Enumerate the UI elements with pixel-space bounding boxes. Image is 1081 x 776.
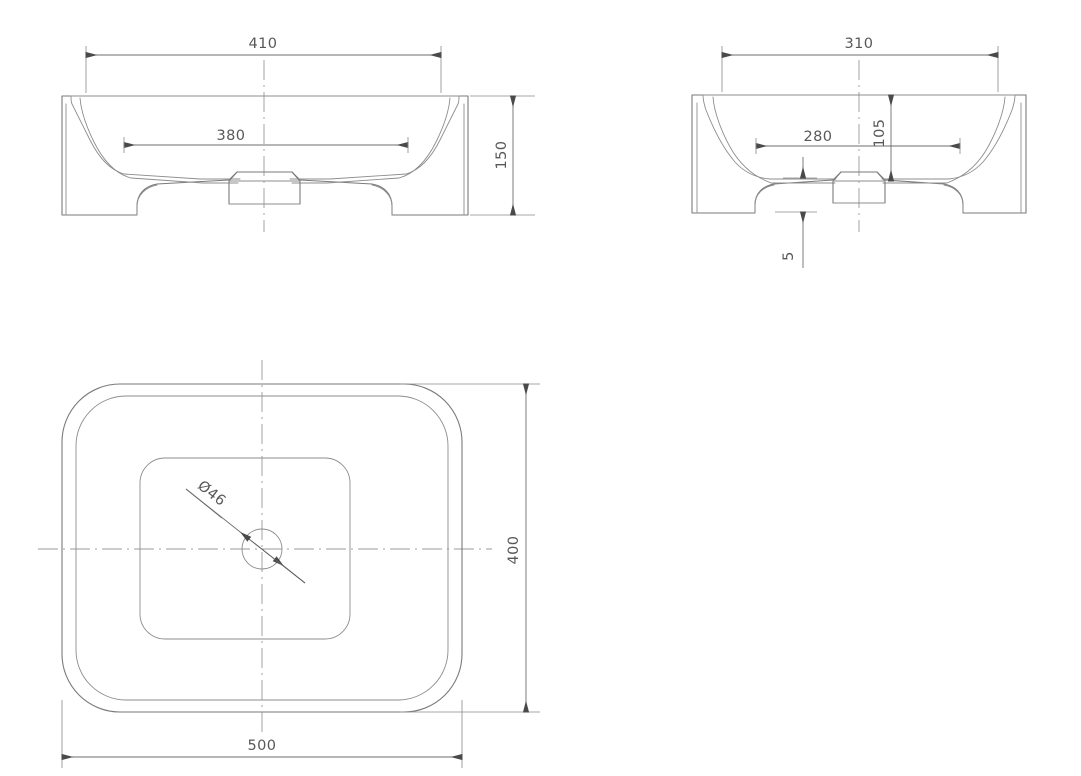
- side-bowl-offset-right: [882, 96, 1006, 184]
- dim-500-text: 500: [248, 738, 277, 754]
- front-drain-boss: [228, 171, 301, 205]
- front-pedestal-right-flare: [371, 184, 393, 216]
- dim-400-text: 400: [506, 536, 522, 565]
- dim-150-text: 150: [494, 141, 510, 170]
- dim-410: 410: [85, 36, 442, 93]
- dim-5-text: 5: [781, 251, 797, 261]
- dim-46-arrow-upper: [185, 488, 252, 542]
- side-bowl-inner-left: [702, 94, 837, 180]
- dim-46-leader-lower: [248, 538, 306, 584]
- front-bowl-inner-left: [70, 95, 241, 180]
- plan-drain-hole: [241, 528, 283, 570]
- side-bowl-offset-left: [712, 96, 836, 184]
- dim-380: 380: [123, 128, 409, 153]
- side-elevation-view: 310 280 105 5: [691, 36, 1027, 268]
- dim-310-text: 310: [845, 36, 874, 52]
- front-body-outline: [61, 95, 469, 216]
- dim-105-text: 105: [872, 119, 888, 148]
- dim-46-text: Ø46: [194, 478, 228, 510]
- dim-500: 500: [61, 700, 463, 768]
- dim-105: 105: [872, 94, 895, 182]
- dim-380-text: 380: [217, 128, 246, 144]
- front-pedestal-left-flare: [136, 184, 158, 216]
- front-bowl-offset-left: [79, 97, 239, 184]
- front-bowl-inner-right: [289, 95, 460, 180]
- side-pedestal-left-flare: [754, 184, 775, 214]
- front-elevation-view: 410 380 150: [61, 36, 535, 232]
- plan-view: Ø46 400 500: [38, 360, 540, 768]
- dim-150: 150: [470, 95, 535, 216]
- plan-rim-inner-edge: [75, 395, 449, 701]
- dim-400: 400: [400, 383, 540, 713]
- dim-280: 280: [755, 129, 961, 154]
- plan-outer-rim: [61, 383, 463, 713]
- dim-310: 310: [721, 36, 999, 92]
- side-bowl-inner-right: [881, 94, 1016, 180]
- front-bowl-offset-right: [291, 97, 451, 184]
- dim-diameter-46: Ø46: [185, 478, 306, 584]
- dim-280-text: 280: [804, 129, 833, 145]
- side-pedestal-right-flare: [943, 184, 964, 214]
- dim-5: 5: [775, 157, 817, 268]
- dim-410-text: 410: [249, 36, 278, 52]
- plan-basin-floor: [139, 457, 351, 640]
